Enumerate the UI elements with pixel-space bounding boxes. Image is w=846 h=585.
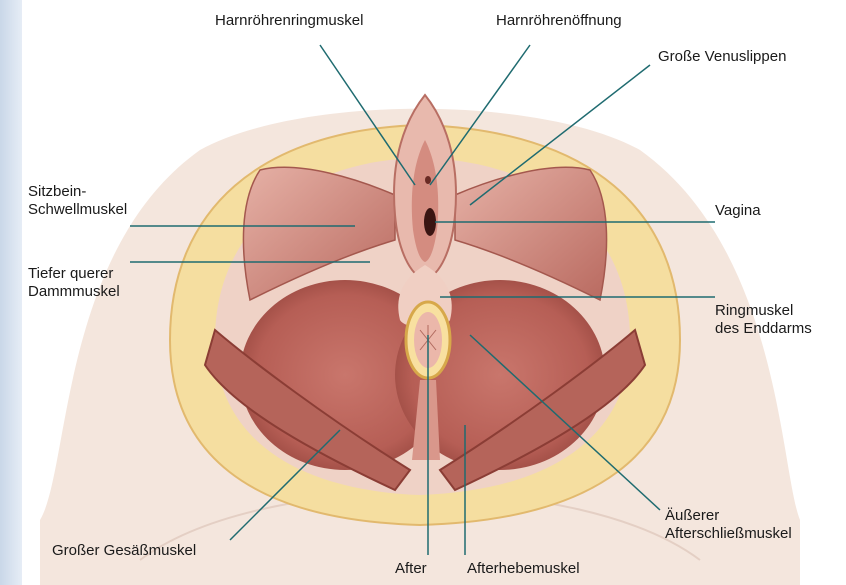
label-tiefer-line2: Dammmuskel bbox=[28, 283, 120, 301]
label-sitzbein-line2: Schwellmuskel bbox=[28, 201, 127, 219]
label-tiefer-line1: Tiefer querer bbox=[28, 265, 120, 283]
label-sitzbein-schwellmuskel: Sitzbein- Schwellmuskel bbox=[28, 183, 127, 219]
label-harnroehrenringmuskel: Harnröhrenringmuskel bbox=[215, 12, 363, 30]
label-ringmuskel-line2: des Enddarms bbox=[715, 320, 812, 338]
label-after: After bbox=[395, 560, 427, 578]
label-tiefer-querer-dammmuskel: Tiefer querer Dammmuskel bbox=[28, 265, 120, 301]
label-ringmuskel-des-enddarms: Ringmuskel des Enddarms bbox=[715, 302, 812, 338]
label-harnroehrenoeffnung: Harnröhrenöffnung bbox=[496, 12, 622, 30]
label-ringmuskel-line1: Ringmuskel bbox=[715, 302, 812, 320]
label-vagina: Vagina bbox=[715, 202, 761, 220]
label-sitzbein-line1: Sitzbein- bbox=[28, 183, 127, 201]
label-aeusserer-afterschliessmuskel: Äußerer Afterschließmuskel bbox=[665, 507, 792, 543]
vagina-opening bbox=[424, 208, 436, 236]
label-afterhebemuskel: Afterhebemuskel bbox=[467, 560, 580, 578]
label-aeusserer-line2: Afterschließmuskel bbox=[665, 525, 792, 543]
urethral-opening bbox=[425, 176, 431, 184]
label-grosse-venuslippen: Große Venuslippen bbox=[658, 48, 786, 66]
label-aeusserer-line1: Äußerer bbox=[665, 507, 792, 525]
label-grosser-gesaessmuskel: Großer Gesäßmuskel bbox=[52, 542, 196, 560]
